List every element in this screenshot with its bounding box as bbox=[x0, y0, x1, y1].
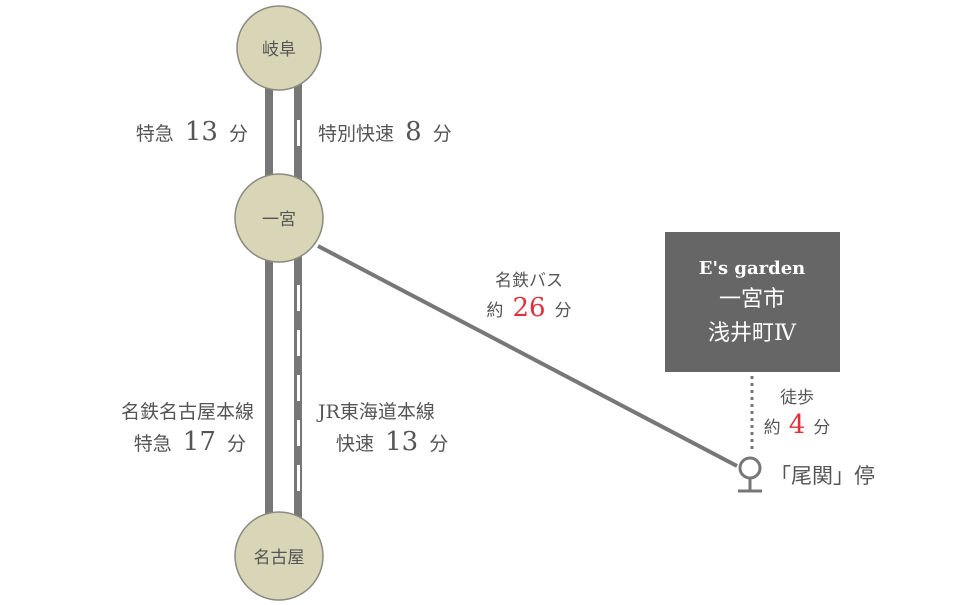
bus-route-line bbox=[317, 244, 738, 468]
meitetsu-gifu-time: 特急 13 分 bbox=[136, 117, 248, 147]
property-brand: E's garden bbox=[699, 258, 806, 279]
bus-stop-name: 「尾関」停 bbox=[770, 464, 875, 488]
meitetsu-line-name: 名鉄名古屋本線 bbox=[121, 401, 254, 423]
property-box[interactable]: E's garden 一宮市 浅井町Ⅳ bbox=[665, 232, 840, 372]
station-gifu[interactable]: 岐阜 bbox=[236, 5, 322, 91]
station-name: 岐阜 bbox=[262, 40, 296, 60]
station-nagoya[interactable]: 名古屋 bbox=[234, 511, 324, 601]
walk-mode: 徒歩 bbox=[780, 388, 814, 408]
jr-line-name: JR東海道本線 bbox=[316, 401, 435, 423]
station-ichinomiya[interactable]: 一宮 bbox=[234, 173, 324, 263]
bus-line-name: 名鉄バス bbox=[495, 271, 563, 291]
jr-rail bbox=[294, 80, 302, 570]
walk-time: 約 4 分 bbox=[764, 410, 831, 440]
meitetsu-rail bbox=[265, 80, 273, 570]
property-area: 浅井町Ⅳ bbox=[708, 321, 797, 346]
jr-nagoya-time: 快速 13 分 bbox=[336, 427, 448, 457]
meitetsu-nagoya-time: 特急 17 分 bbox=[134, 427, 246, 457]
station-name: 一宮 bbox=[262, 210, 296, 230]
jr-gifu-time: 特別快速 8 分 bbox=[318, 117, 452, 147]
station-name: 名古屋 bbox=[254, 548, 305, 568]
property-city: 一宮市 bbox=[719, 287, 785, 312]
bus-stop-icon bbox=[738, 456, 762, 493]
bus-time: 約 26 分 bbox=[486, 293, 571, 323]
jr-rail-dashes bbox=[297, 120, 300, 491]
